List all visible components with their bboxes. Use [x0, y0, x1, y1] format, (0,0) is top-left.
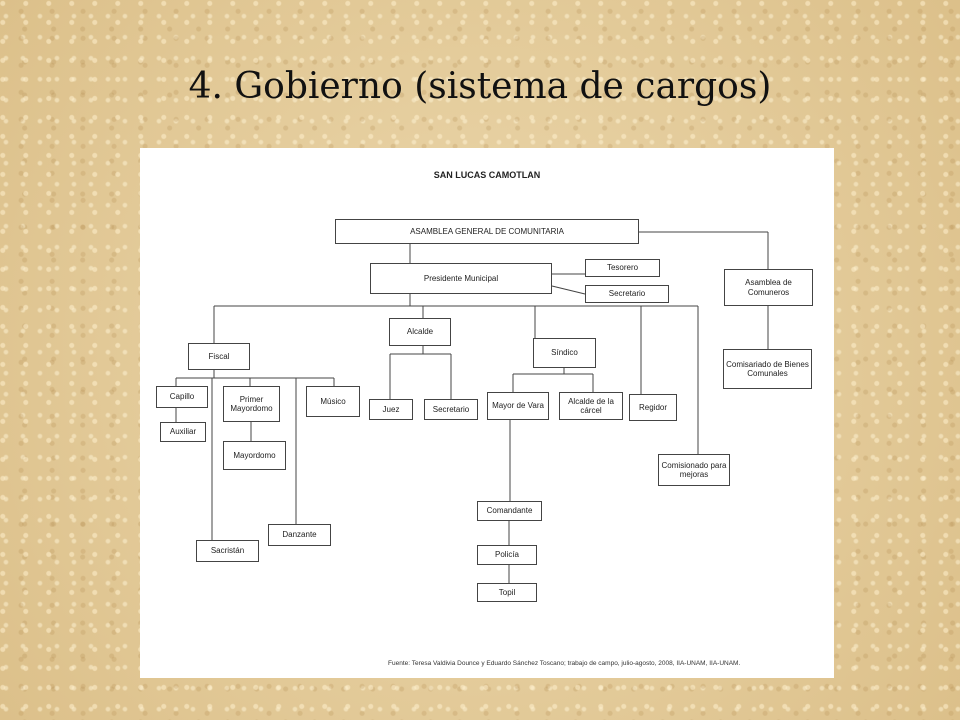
node-capillo: Capillo	[156, 386, 208, 408]
node-mayordomo: Mayordomo	[223, 441, 286, 470]
node-sacristan: Sacristán	[196, 540, 259, 562]
chart-heading: SAN LUCAS CAMOTLAN	[433, 170, 541, 180]
node-presidente-municipal: Presidente Municipal	[370, 263, 552, 294]
node-topil: Topil	[477, 583, 537, 602]
node-danzante: Danzante	[268, 524, 331, 546]
node-asamblea-comuneros: Asamblea de Comuneros	[724, 269, 813, 306]
slide-title: 4. Gobierno (sistema de cargos)	[188, 66, 772, 107]
org-chart-connectors	[175, 231, 769, 583]
node-tesorero: Tesorero	[585, 259, 660, 277]
node-alcalde: Alcalde	[389, 318, 451, 346]
node-mayor-de-vara: Mayor de Vara	[487, 392, 549, 420]
node-primer-mayordomo: Primer Mayordomo	[223, 386, 280, 422]
connector-line	[551, 285, 586, 295]
node-secretario-presidencia: Secretario	[585, 285, 669, 303]
source-note: Fuente: Teresa Valdivia Dounce y Eduardo…	[388, 660, 741, 667]
node-comisariado: Comisariado de Bienes Comunales	[723, 349, 812, 389]
node-asamblea-general: ASAMBLEA GENERAL DE COMUNITARIA	[335, 219, 639, 244]
org-chart: SAN LUCAS CAMOTLAN ASAMBLEA GENERAL DE C…	[140, 148, 834, 678]
node-secretario-alcalde: Secretario	[424, 399, 478, 420]
node-comandante: Comandante	[477, 501, 542, 521]
node-policia: Policía	[477, 545, 537, 565]
node-musico: Músico	[306, 386, 360, 417]
node-fiscal: Fiscal	[188, 343, 250, 370]
node-auxiliar: Auxiliar	[160, 422, 206, 442]
node-sindico: Síndico	[533, 338, 596, 368]
node-comisionado: Comisionado para mejoras	[658, 454, 730, 486]
node-alcalde-carcel: Alcalde de la cárcel	[559, 392, 623, 420]
node-juez: Juez	[369, 399, 413, 420]
node-regidor: Regidor	[629, 394, 677, 421]
